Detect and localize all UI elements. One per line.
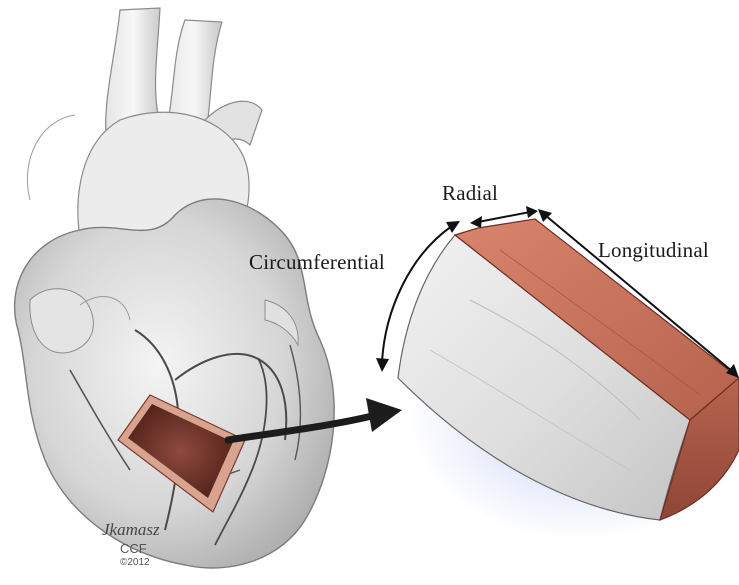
longitudinal-label: Longitudinal [598, 238, 709, 263]
circumferential-label: Circumferential [249, 250, 385, 275]
artist-signature: Jkamasz [102, 520, 160, 540]
signature-organization: CCF [120, 541, 147, 556]
radial-label: Radial [442, 181, 498, 206]
tissue-block [398, 219, 739, 540]
signature-year: ©2012 [120, 557, 150, 568]
